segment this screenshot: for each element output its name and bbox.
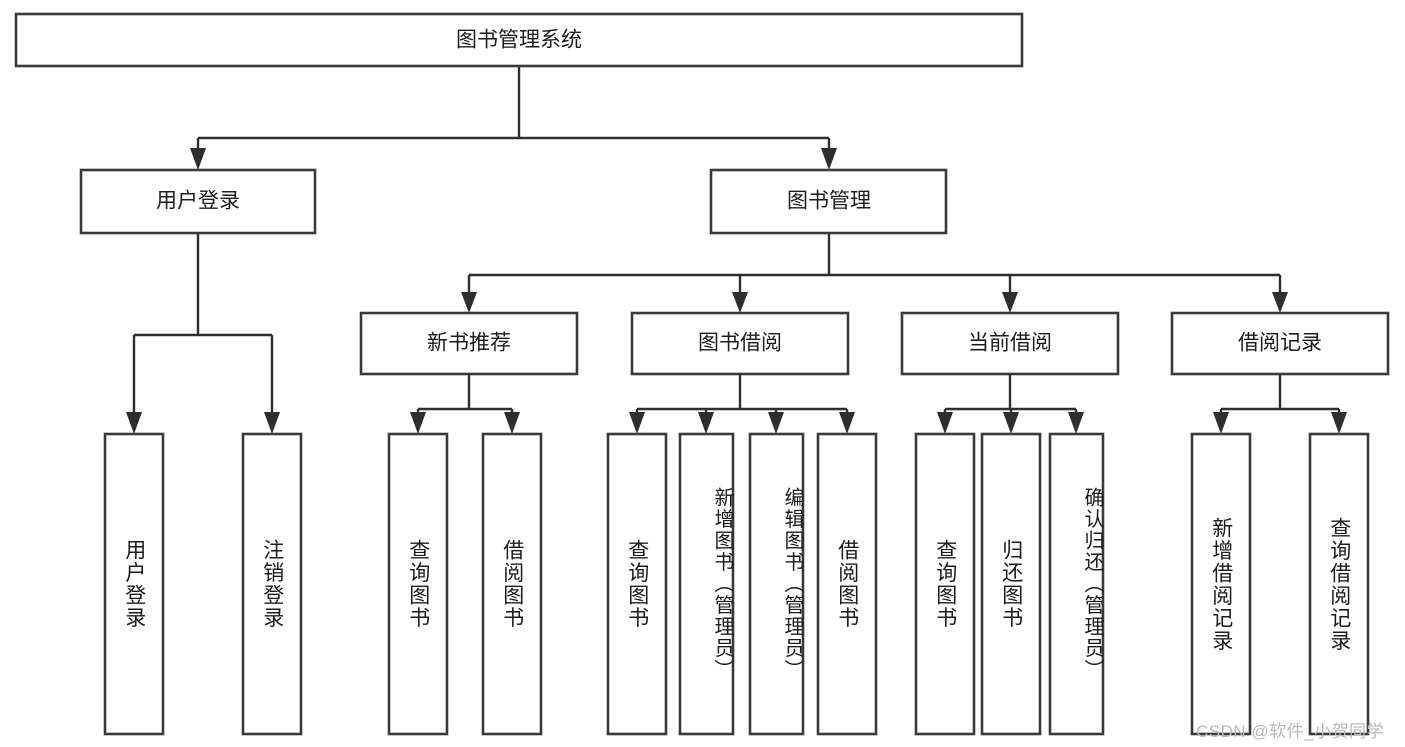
node-borrow-record-label: 借阅记录 [1238, 332, 1322, 355]
node-new-book-recommend[interactable]: 新书推荐 [359, 311, 579, 376]
arrow-head-book-borrow [732, 292, 748, 313]
arrow-head-leaf-query-record [1331, 412, 1347, 434]
arrow-head-leaf-add-record [1213, 412, 1229, 434]
arrow-head-leaf-borrow-book-1 [504, 412, 520, 434]
node-leaf-logout-box[interactable] [241, 432, 303, 736]
node-leaf-borrow-book-1-box[interactable] [481, 432, 543, 736]
node-leaf-return-book-box[interactable] [980, 432, 1042, 736]
watermark: CSDN @软件_小贺同学 [1196, 722, 1385, 741]
node-current-borrow-box[interactable] [900, 311, 1120, 376]
node-root[interactable]: 图书管理系统 [14, 12, 1024, 68]
node-leaf-query-record-box[interactable] [1308, 432, 1370, 736]
node-book-borrow-box[interactable] [630, 311, 850, 376]
node-current-borrow[interactable]: 当前借阅 [900, 311, 1120, 376]
node-leaf-confirm-return-box[interactable] [1048, 432, 1105, 736]
node-book-manage-label: 图书管理 [787, 190, 871, 213]
node-leaf-query-book-3-box[interactable] [914, 432, 976, 736]
arrow-head-new-book-recommend [461, 292, 477, 313]
arrow-head-leaf-edit-book [768, 412, 784, 434]
arrow-head-user-login [190, 148, 206, 170]
arrow-head-leaf-borrow-book-2 [839, 412, 855, 434]
node-user-login-box[interactable] [79, 168, 317, 235]
arrow-head-borrow-record [1272, 292, 1288, 313]
node-leaf-user-login-box[interactable] [103, 432, 165, 736]
node-new-book-recommend-box[interactable] [359, 311, 579, 376]
node-user-login-label: 用户登录 [156, 190, 240, 213]
arrow-head-leaf-query-book-2 [629, 412, 645, 434]
arrow-head-current-borrow [1002, 292, 1018, 313]
node-book-borrow-label: 图书借阅 [698, 332, 782, 355]
arrow-head-leaf-user-login [126, 412, 142, 434]
arrow-head-book-manage [821, 148, 837, 170]
arrow-head-leaf-return-book [1003, 412, 1019, 434]
node-new-book-recommend-label: 新书推荐 [427, 332, 511, 355]
node-leaf-add-record-box[interactable] [1190, 432, 1252, 736]
node-book-borrow[interactable]: 图书借阅 [630, 311, 850, 376]
node-user-login[interactable]: 用户登录 [79, 168, 317, 235]
node-current-borrow-label: 当前借阅 [968, 332, 1052, 355]
node-book-manage[interactable]: 图书管理 [709, 168, 948, 235]
node-root-box[interactable] [14, 12, 1024, 68]
node-root-label: 图书管理系统 [456, 29, 582, 52]
node-leaf-query-book-1-box[interactable] [387, 432, 449, 736]
arrow-head-leaf-query-book-1 [410, 412, 426, 434]
node-borrow-record[interactable]: 借阅记录 [1170, 311, 1390, 376]
connector-layer [126, 66, 1347, 434]
node-leaf-add-book-box[interactable] [678, 432, 735, 736]
node-leaf-edit-book-box[interactable] [748, 432, 805, 736]
node-leaf-query-book-2-box[interactable] [606, 432, 668, 736]
arrow-head-leaf-logout [264, 412, 280, 434]
node-book-manage-box[interactable] [709, 168, 948, 235]
node-leaf-borrow-book-2-box[interactable] [816, 432, 878, 736]
arrow-head-leaf-add-book [698, 412, 714, 434]
arrow-head-leaf-confirm-return [1068, 412, 1084, 434]
node-borrow-record-box[interactable] [1170, 311, 1390, 376]
arrow-head-leaf-query-book-3 [937, 412, 953, 434]
